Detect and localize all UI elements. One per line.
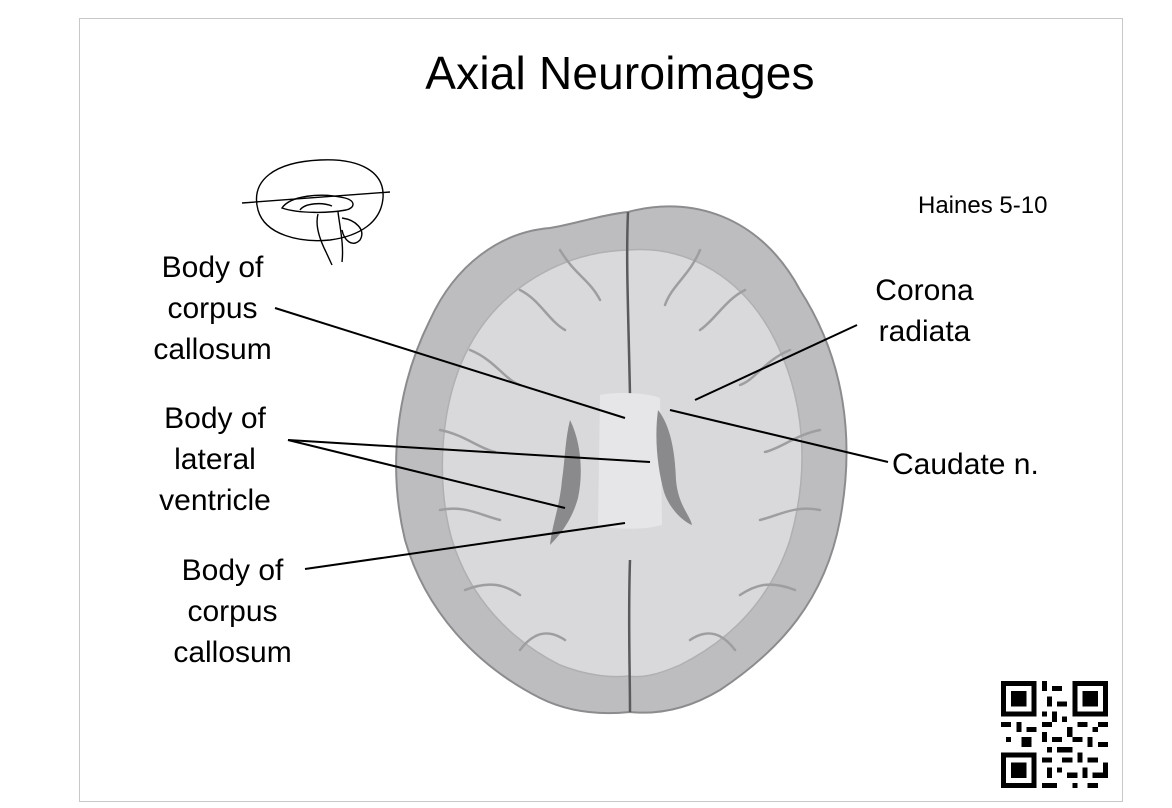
- pointer-line-body-cc-top: [274, 307, 626, 419]
- label-line: Body of: [164, 402, 266, 435]
- label-corona-radiata: Corona radiata: [862, 270, 987, 352]
- sagittal-brain-icon: [241, 159, 391, 266]
- qr-code-icon: [1001, 681, 1108, 788]
- label-body-corpus-callosum-top: Body of corpus callosum: [150, 247, 275, 370]
- pointer-line-corona: [694, 324, 858, 401]
- pointer-line-body-cc-bottom: [304, 522, 626, 570]
- pointer-lines: [274, 307, 889, 570]
- label-lateral-ventricle: Body of lateral ventricle: [150, 398, 280, 521]
- label-caudate-nucleus: Caudate n.: [892, 444, 1072, 485]
- label-line: corpus: [187, 595, 278, 628]
- pointer-line-ventricle-right: [287, 439, 651, 463]
- label-line: Corona: [875, 274, 974, 307]
- label-line: callosum: [173, 636, 292, 669]
- pointer-line-ventricle-left: [287, 439, 566, 509]
- pointer-line-caudate: [669, 409, 889, 463]
- label-line: callosum: [153, 333, 272, 366]
- label-body-corpus-callosum-bottom: Body of corpus callosum: [165, 550, 300, 673]
- reference-text: Haines 5-10: [918, 192, 1048, 219]
- label-line: lateral: [174, 443, 256, 476]
- label-line: Body of: [181, 554, 284, 587]
- label-line: Body of: [161, 251, 264, 284]
- label-line: Caudate n.: [892, 448, 1039, 481]
- label-line: ventricle: [159, 484, 271, 517]
- slide-title: Axial Neuroimages: [425, 47, 815, 99]
- label-line: radiata: [878, 315, 971, 348]
- label-line: corpus: [167, 292, 258, 325]
